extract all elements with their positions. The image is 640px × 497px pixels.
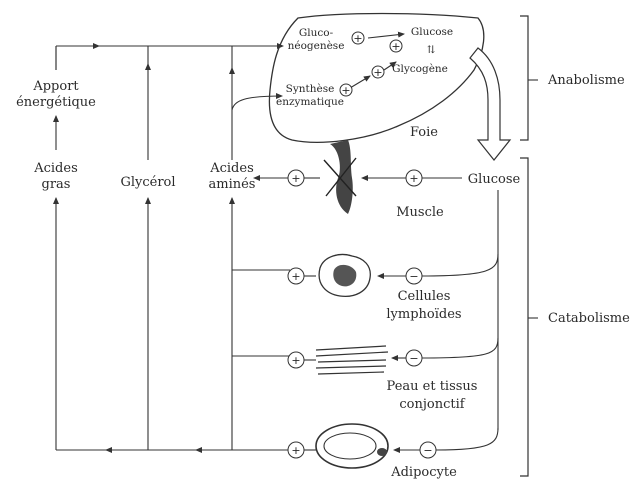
glycerol-label: Glycérol (120, 175, 175, 190)
minus-sign-skin: − (409, 352, 418, 365)
plus-sign-skin: + (291, 354, 300, 367)
adipocyte-illustration (315, 423, 389, 469)
plus-sign-synthese: + (341, 84, 350, 97)
adipocyte-label: Adipocyte (390, 465, 457, 480)
apport-label-1: Apport (32, 79, 79, 94)
skin-label-2: conjonctif (399, 397, 465, 412)
plus-sign-glycogene: + (373, 66, 382, 79)
equilibrium-arrows: ⇅ (427, 44, 436, 56)
synthese-label-1: Synthèse (286, 83, 335, 95)
minus-sign-lymph: − (409, 270, 418, 283)
gluconeogenese-label-1: Gluco- (299, 27, 334, 39)
acides-amines-label-2: aminés (209, 177, 256, 192)
acides-gras-label-1: Acides (33, 161, 78, 176)
plus-sign-gluconeogenese: + (353, 32, 362, 45)
glucose-source-label: Glucose (468, 172, 521, 187)
foie-label: Foie (410, 125, 438, 140)
lymph-label-2: lymphoïdes (386, 307, 461, 322)
skin-tissue-illustration (315, 345, 389, 375)
liver-to-glucose-arrow (469, 47, 512, 161)
plus-sign-adipocyte: + (291, 444, 300, 457)
acides-amines-label-1: Acides (209, 161, 254, 176)
catabolisme-bracket (520, 157, 538, 477)
lymphoid-cell-illustration (318, 253, 371, 298)
plus-sign-lymph: + (291, 270, 300, 283)
plus-sign-glucose-muscle: + (409, 172, 418, 185)
gluconeogenese-label-2: néogenèse (288, 40, 345, 52)
plus-sign-glucose-glycogene: + (391, 40, 400, 53)
muscle-label: Muscle (396, 205, 444, 220)
synthese-label-2: enzymatique (276, 96, 344, 108)
apport-label-2: énergétique (16, 95, 96, 110)
glycogene-label: Glycogène (392, 63, 448, 75)
plus-sign-muscle: + (291, 172, 300, 185)
muscle-illustration (323, 140, 357, 214)
minus-sign-adipocyte: − (423, 444, 432, 457)
acides-gras-label-2: gras (42, 177, 71, 192)
anabolisme-label: Anabolisme (547, 73, 625, 88)
skin-label-1: Peau et tissus (387, 379, 478, 394)
lymph-label-1: Cellules (398, 289, 451, 304)
catabolisme-label: Catabolisme (548, 311, 630, 326)
glucose-liver-label: Glucose (411, 26, 453, 38)
liver-shape (268, 12, 485, 143)
anabolisme-bracket (520, 15, 538, 141)
